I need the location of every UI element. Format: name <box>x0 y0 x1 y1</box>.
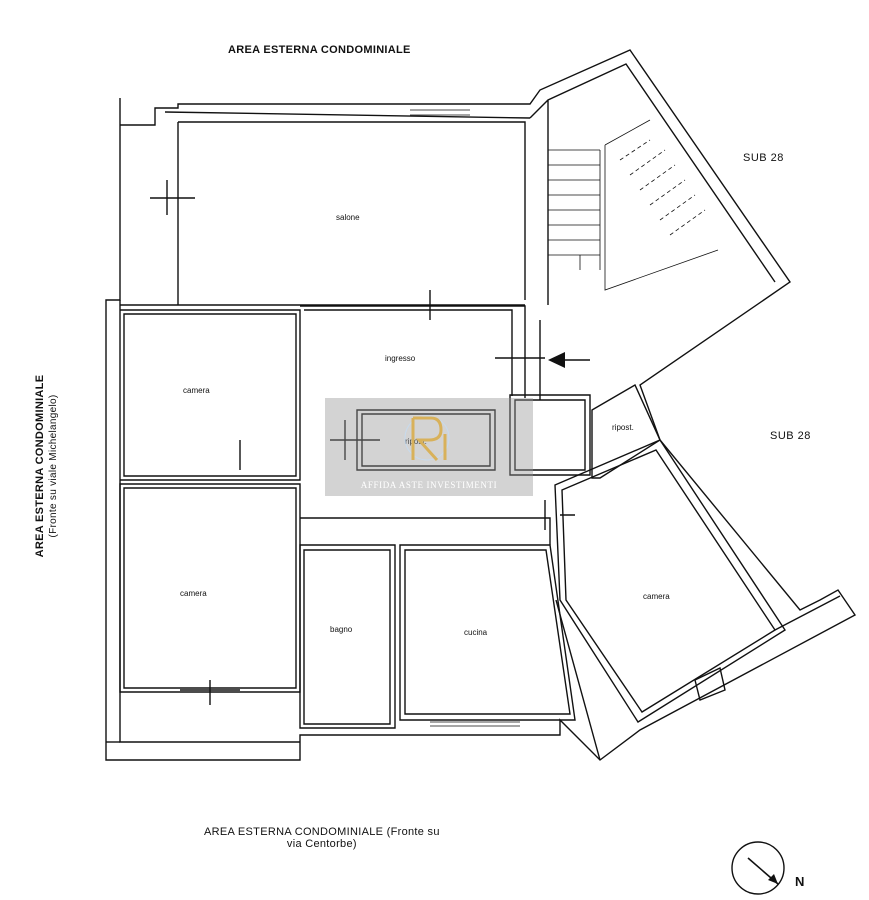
room-camera-left-top: camera <box>183 386 210 395</box>
area-label-left-line2: (Fronte su viale Michelangelo) <box>48 394 59 538</box>
wall-bagno <box>299 544 396 729</box>
area-label-top: AREA ESTERNA CONDOMINIALE <box>228 44 411 56</box>
room-ingresso: ingresso <box>385 354 416 363</box>
entrance-arrow <box>548 352 590 368</box>
area-label-bottom: AREA ESTERNA CONDOMINIALE (Fronte su via… <box>204 826 440 850</box>
wall-cucina <box>399 544 576 721</box>
room-bagno: bagno <box>330 625 353 634</box>
outer-wall <box>105 49 857 761</box>
wall-ripost-right <box>591 384 661 479</box>
stairs <box>548 119 719 291</box>
area-label-left: AREA ESTERNA CONDOMINIALE (Fronte su via… <box>34 366 60 566</box>
wall-camera-bottom <box>119 483 301 693</box>
north-label: N <box>795 874 805 889</box>
stair-well <box>509 394 591 476</box>
watermark-text: AFFIDA ASTE INVESTIMENTI <box>360 480 498 490</box>
room-ripost-center: ripost. <box>405 437 427 446</box>
wall-camera-right <box>554 439 786 723</box>
wall-ingresso <box>300 305 526 398</box>
north-compass-icon <box>731 841 785 895</box>
room-cucina: cucina <box>464 628 488 637</box>
room-ripost-right: ripost. <box>612 423 634 432</box>
room-camera-left-bottom: camera <box>180 589 207 598</box>
room-salone: salone <box>336 213 360 222</box>
sub-label-top: SUB 28 <box>743 152 784 164</box>
sub-label-right: SUB 28 <box>770 430 811 442</box>
room-camera-right: camera <box>643 592 670 601</box>
wall-ripost-center <box>356 409 496 471</box>
area-label-bottom-line2: via Centorbe) <box>286 838 357 850</box>
watermark: AFFIDA ASTE INVESTIMENTI <box>325 398 533 496</box>
area-label-left-line1: AREA ESTERNA CONDOMINIALE <box>34 374 46 558</box>
watermark-logo-icon <box>404 415 450 462</box>
wall-camera-top <box>120 309 301 481</box>
area-label-bottom-line1: AREA ESTERNA CONDOMINIALE (Fronte su <box>204 826 440 838</box>
